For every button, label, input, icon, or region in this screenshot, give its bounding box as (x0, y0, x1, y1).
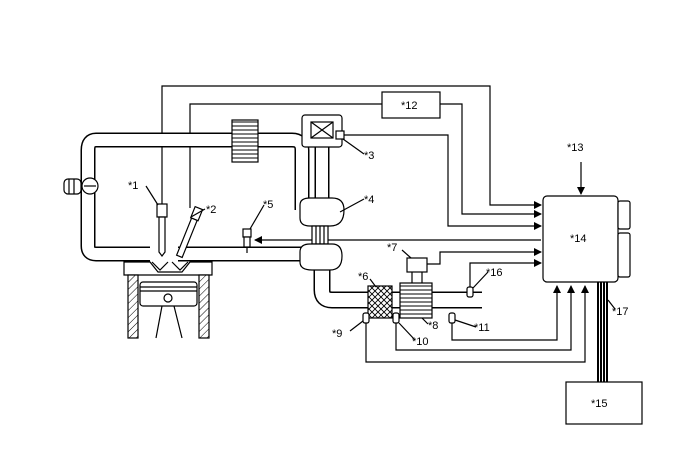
label-5: *5 (263, 199, 273, 211)
cylinder-wall-left (127, 274, 139, 339)
glow-plug-line (189, 103, 382, 208)
label-4: *4 (364, 194, 374, 206)
sensor-11-line (451, 285, 561, 341)
wire-harness (597, 282, 608, 382)
label-16: *16 (486, 267, 503, 279)
label-1: *1 (128, 180, 138, 192)
air-filter (301, 114, 343, 148)
dpf-8 (399, 282, 433, 319)
intake-pipe (80, 132, 310, 262)
label-17: *17 (612, 306, 629, 318)
sensor-16-line (469, 259, 542, 290)
label-3: *3 (364, 150, 374, 162)
sensor-9-line (365, 285, 589, 363)
sensor-10 (392, 312, 400, 324)
label-15: *15 (591, 398, 608, 410)
label-13: *13 (567, 142, 584, 154)
label-9: *9 (332, 328, 342, 340)
label-2: *2 (206, 204, 216, 216)
ecu-14 (542, 195, 631, 283)
exhaust-pipe (313, 266, 482, 309)
label-7: *7 (387, 242, 397, 254)
leader-lines (145, 138, 616, 341)
engine (123, 261, 213, 339)
label-6: *6 (358, 271, 368, 283)
injector (156, 203, 168, 257)
sensor-10-line (395, 285, 575, 351)
injector-signal-line (161, 85, 542, 209)
sensor-11 (448, 312, 456, 324)
throttle-body (63, 177, 99, 195)
pressure-sensor-line (427, 248, 542, 265)
relay-signal-line (440, 103, 542, 218)
turbocharger (299, 197, 345, 271)
label-8: *8 (428, 320, 438, 332)
label-14: *14 (570, 233, 587, 245)
actuator-5 (242, 228, 252, 253)
relay-box-12 (381, 91, 441, 119)
label-12: *12 (401, 100, 418, 112)
dpf-catalyst-6 (367, 285, 393, 319)
label-10: *10 (412, 336, 429, 348)
cylinder-wall-right (198, 274, 210, 339)
intercooler (231, 119, 259, 163)
sensor-16 (466, 286, 474, 298)
sensor-9 (362, 312, 370, 324)
airflow-sensor (335, 130, 345, 140)
differential-pressure-sensor (406, 257, 428, 283)
airflow-sensor-line (344, 134, 542, 230)
label-11: *11 (474, 322, 490, 334)
unit-box-15 (565, 381, 643, 425)
